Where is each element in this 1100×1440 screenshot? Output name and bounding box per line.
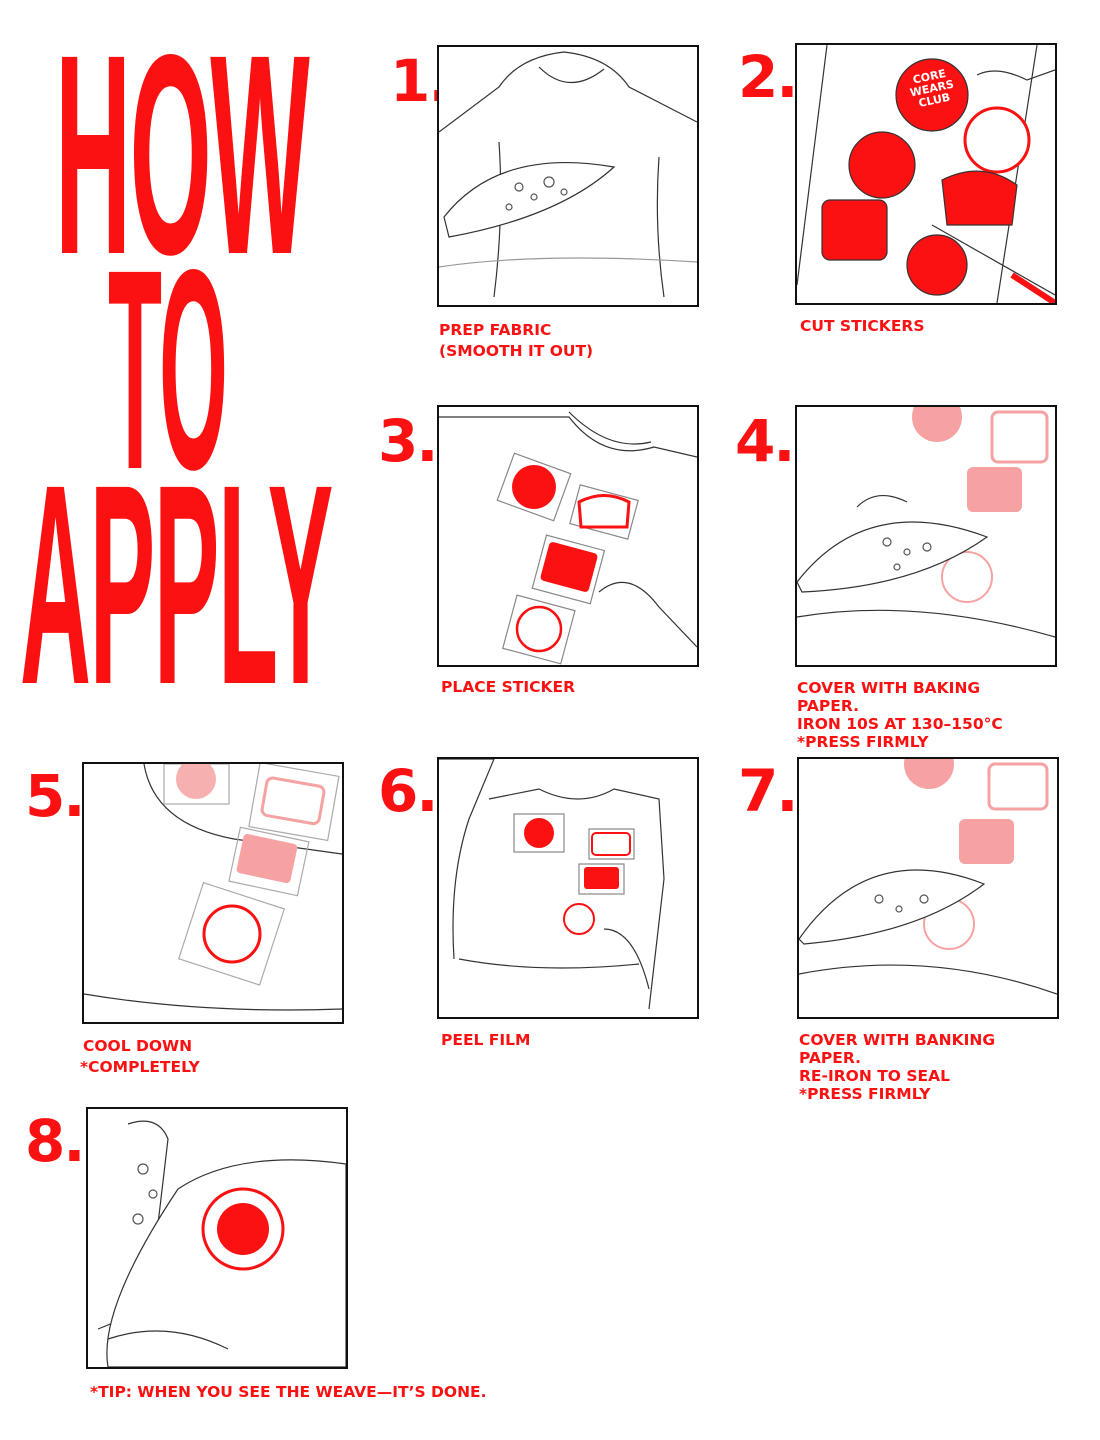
caption-line: RE-IRON TO SEAL	[799, 1067, 950, 1085]
step-1-caption: PREP FABRIC (SMOOTH IT OUT)	[439, 320, 593, 362]
step-4-caption: COVER WITH BAKING PAPER. IRON 10S AT 130…	[797, 679, 1003, 751]
step-8-illustration	[86, 1107, 348, 1369]
step-3-number: 3.	[378, 407, 438, 475]
title-apply: APPLY	[20, 426, 333, 744]
caption-line: *PRESS FIRMLY	[797, 733, 929, 751]
caption-line: IRON 10S AT 130–150°C	[797, 715, 1003, 733]
step-5-caption: COOL DOWN *COMPLETELY	[80, 1036, 200, 1078]
step-8-number: 8.	[25, 1107, 85, 1175]
step-4-number: 4.	[735, 407, 795, 475]
step-5-illustration	[82, 762, 344, 1024]
step-6-illustration	[437, 757, 699, 1019]
step-7-illustration	[797, 757, 1059, 1019]
step-2-illustration: CORE WEARS CLUB	[795, 43, 1057, 305]
step-4-illustration	[795, 405, 1057, 667]
caption-line: CUT STICKERS	[800, 317, 925, 335]
step-3-illustration	[437, 405, 699, 667]
step-1-illustration	[437, 45, 699, 307]
tip-text: *TIP: WHEN YOU SEE THE WEAVE—IT’S DONE.	[90, 1383, 487, 1401]
step-6-caption: PEEL FILM	[441, 1031, 530, 1049]
title-to: TO	[108, 211, 228, 529]
caption-line: PREP FABRIC	[439, 321, 552, 339]
step-2-number: 2.	[738, 43, 798, 111]
caption-line: COVER WITH BAKING	[797, 679, 981, 697]
caption-line: COVER WITH BANKING	[799, 1031, 996, 1049]
step-2-caption: CUT STICKERS	[800, 317, 925, 335]
step-7-number: 7.	[738, 757, 798, 825]
caption-line: PAPER.	[797, 697, 859, 715]
step-6-number: 6.	[378, 757, 438, 825]
step-7-caption: COVER WITH BANKING PAPER. RE-IRON TO SEA…	[799, 1031, 995, 1103]
title-how: HOW	[55, 0, 310, 314]
caption-line: *PRESS FIRMLY	[799, 1085, 931, 1103]
caption-line: PLACE STICKER	[441, 678, 576, 696]
caption-line: (SMOOTH IT OUT)	[439, 342, 594, 360]
caption-line: PEEL FILM	[441, 1031, 531, 1049]
step-3-caption: PLACE STICKER	[441, 678, 575, 696]
caption-line: *COMPLETELY	[80, 1058, 200, 1076]
step-5-number: 5.	[25, 762, 85, 830]
caption-line: COOL DOWN	[83, 1037, 193, 1055]
caption-line: PAPER.	[799, 1049, 861, 1067]
